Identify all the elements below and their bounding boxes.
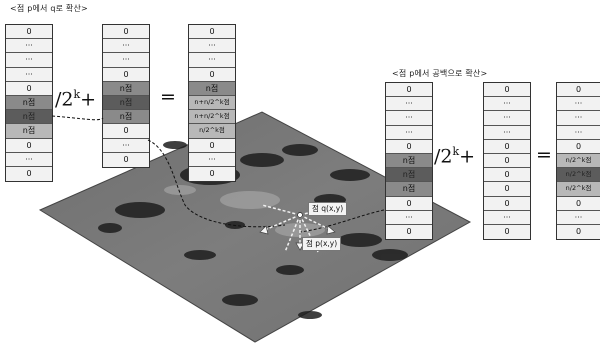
grid-cell: 0: [103, 67, 149, 82]
grid-cell: ···: [484, 125, 530, 140]
grid-cell: n/2^k점: [189, 124, 235, 139]
grid-cell: 0: [557, 83, 600, 98]
grid-cell: 0: [189, 25, 235, 40]
grid-cell: 0: [484, 224, 530, 240]
equals-sign: =: [160, 86, 176, 108]
grid-cell: ···: [6, 39, 52, 54]
operator-text: /2: [55, 88, 74, 111]
grid-cell: n점: [386, 168, 432, 183]
grid-cell: ···: [557, 210, 600, 225]
grid-cell: n점: [189, 81, 235, 96]
grid-cell: ···: [189, 39, 235, 54]
grid-cell: ···: [386, 111, 432, 126]
grid-cell: ···: [484, 210, 530, 225]
operator-plus: +: [80, 88, 97, 111]
grid-cell: n점: [103, 81, 149, 96]
grid-cell: n/2^k점: [557, 153, 600, 169]
divide-operator: /2k+: [55, 88, 96, 110]
grid-cell: 0: [484, 196, 530, 211]
grid-cell: n+n/2^k점: [189, 110, 235, 125]
column-2-grid: 0 ··· ··· 0 n점 n점 n점 0 ··· 0: [102, 24, 150, 168]
point-p-label: 점 p(x,y): [302, 237, 342, 251]
grid-cell: n점: [6, 95, 52, 111]
grid-cell: 0: [484, 153, 530, 169]
grid-cell: ···: [189, 53, 235, 68]
grid-cell: 0: [103, 152, 149, 167]
grid-cell: 0: [484, 182, 530, 197]
grid-cell: 0: [386, 224, 432, 240]
grid-cell: ···: [386, 97, 432, 112]
grid-cell: n점: [6, 124, 52, 139]
grid-cell: ···: [189, 152, 235, 167]
grid-cell: 0: [484, 83, 530, 98]
divide-operator-2: /2k+: [434, 145, 475, 167]
caption-right: <점 p에서 공백으로 확산>: [392, 69, 488, 78]
grid-cell: 0: [557, 139, 600, 154]
caption-left: <점 p에서 q로 확산>: [10, 4, 88, 13]
grid-cell: n점: [103, 95, 149, 111]
grid-cell: n점: [6, 110, 52, 125]
operator-text: /2: [434, 145, 453, 168]
grid-cell: ···: [557, 111, 600, 126]
grid-cell: 0: [386, 83, 432, 98]
grid-cell: ···: [557, 97, 600, 112]
grid-cell: 0: [557, 196, 600, 211]
equals-sign-2: =: [536, 144, 552, 166]
grid-cell: 0: [386, 196, 432, 211]
operator-sup: k: [452, 145, 460, 158]
grid-cell: ···: [557, 125, 600, 140]
grid-cell: 0: [386, 139, 432, 154]
operator-plus: +: [459, 145, 476, 168]
operator-sup: k: [73, 88, 81, 101]
grid-cell: 0: [189, 67, 235, 82]
grid-cell: ···: [103, 53, 149, 68]
point-q-label: 점 q(x,y): [308, 202, 348, 216]
grid-cell: ···: [484, 97, 530, 112]
grid-cell: 0: [189, 166, 235, 182]
grid-cell: n점: [386, 153, 432, 169]
grid-cell: 0: [6, 81, 52, 96]
grid-cell: n/2^k점: [557, 168, 600, 183]
grid-cell: 0: [6, 138, 52, 153]
grid-cell: 0: [6, 25, 52, 40]
grid-cell: 0: [484, 168, 530, 183]
grid-cell: ···: [386, 125, 432, 140]
grid-cell: ···: [6, 67, 52, 82]
column-5-grid: 0 ··· ··· ··· 0 0 0 0 0 ··· 0: [483, 82, 531, 241]
column-4-grid: 0 ··· ··· ··· 0 n점 n점 n점 0 ··· 0: [385, 82, 433, 241]
grid-cell: n/2^k점: [557, 182, 600, 197]
grid-cell: ···: [103, 39, 149, 54]
column-1-grid: 0 ··· ··· ··· 0 n점 n점 n점 0 ··· 0: [5, 24, 53, 183]
grid-cell: 0: [189, 138, 235, 153]
column-6-grid: 0 ··· ··· ··· 0 n/2^k점 n/2^k점 n/2^k점 0 ·…: [556, 82, 600, 241]
grid-cell: ···: [6, 152, 52, 167]
grid-cell: n점: [386, 182, 432, 197]
grid-cell: 0: [557, 224, 600, 240]
grid-cell: 0: [103, 25, 149, 40]
grid-cell: n점: [103, 110, 149, 125]
grid-cell: 0: [103, 124, 149, 139]
grid-cell: ···: [6, 53, 52, 68]
grid-cell: n+n/2^k점: [189, 95, 235, 111]
column-3-grid: 0 ··· ··· 0 n점 n+n/2^k점 n+n/2^k점 n/2^k점 …: [188, 24, 236, 183]
grid-cell: ···: [386, 210, 432, 225]
grid-cell: ···: [484, 111, 530, 126]
grid-cell: ···: [103, 138, 149, 153]
grid-cell: 0: [6, 166, 52, 182]
grid-cell: 0: [484, 139, 530, 154]
